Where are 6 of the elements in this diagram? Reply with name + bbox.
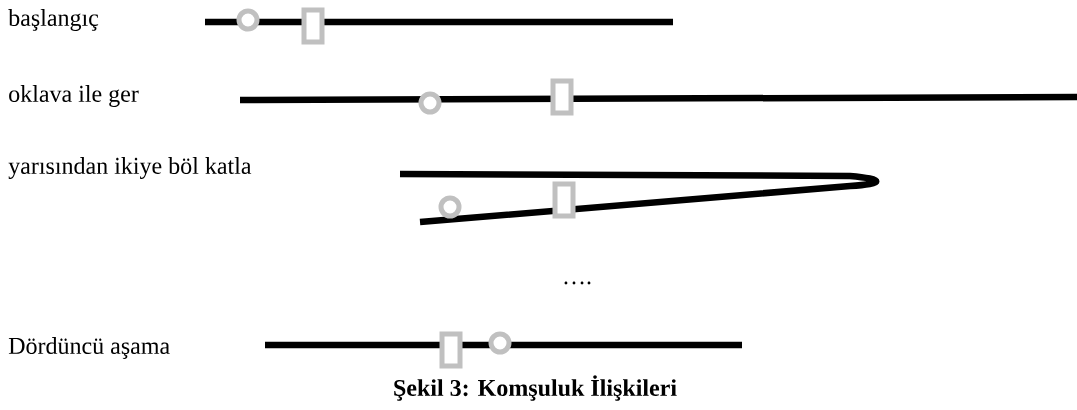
- ellipsis: ….: [564, 281, 591, 285]
- caption: Şekil 3: Komşuluk İlişkileri: [394, 375, 677, 401]
- stage-label: başlangıç: [8, 9, 99, 31]
- stage-label: yarısından ikiye böl katla: [8, 157, 252, 179]
- stage-label: oklava ile ger: [9, 85, 139, 107]
- stage-label: Dördüncü aşama: [8, 337, 170, 359]
